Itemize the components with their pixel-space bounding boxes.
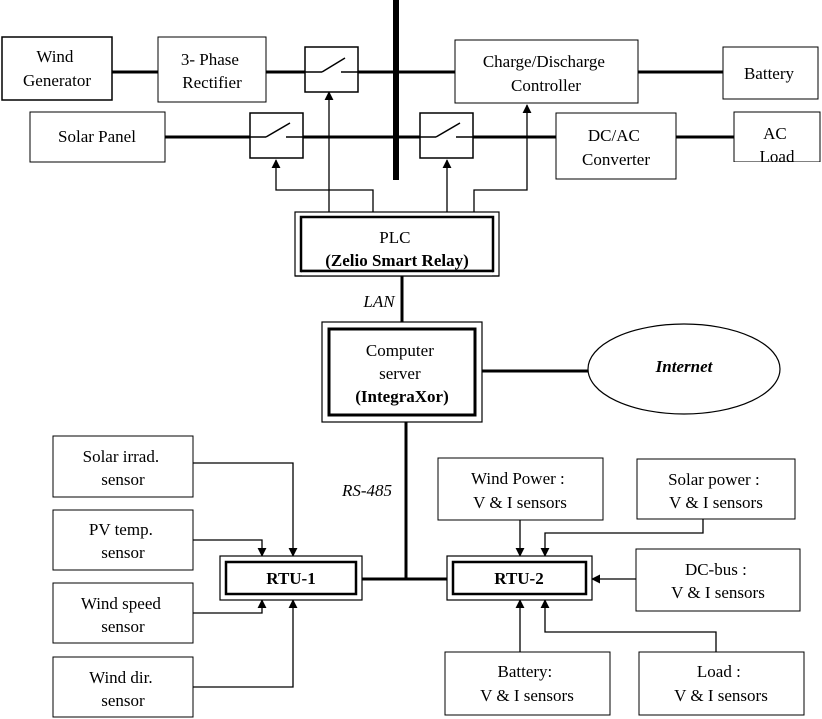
charge-controller-line-1: Charge/Discharge bbox=[483, 52, 605, 71]
dcbus-sensors-block: DC-bus : V & I sensors bbox=[635, 548, 801, 612]
sensor-arrow-pv-temp bbox=[193, 539, 267, 557]
ac-load-block: AC Load bbox=[733, 111, 821, 170]
internet-cloud: Internet bbox=[587, 323, 781, 415]
sensor-arrow-load bbox=[540, 599, 717, 652]
plc-line-1: PLC bbox=[379, 228, 410, 247]
svg-text:PV temp. sensor: PV temp. sensor bbox=[89, 520, 157, 562]
rtu1-block: RTU-1 bbox=[219, 555, 363, 601]
load-sensors-line-1: Load : bbox=[697, 662, 741, 681]
svg-text:3- Phase Rectifier: 3- Phase Rectifier bbox=[181, 50, 243, 92]
switch-1 bbox=[304, 46, 359, 93]
power-lines bbox=[112, 0, 734, 180]
sensor-arrow-wind-speed bbox=[193, 599, 267, 614]
sensor-arrow-wind-dir bbox=[193, 599, 298, 688]
svg-text:Wind dir. sensor: Wind dir. sensor bbox=[89, 668, 157, 710]
dcbus-line-2: V & I sensors bbox=[671, 583, 765, 602]
server-line-3: (IntegraXor) bbox=[355, 387, 448, 406]
svg-text:DC-bus : V & I sensors: DC-bus : V & I sensors bbox=[671, 560, 765, 602]
wind-power-line-2: V & I sensors bbox=[473, 493, 567, 512]
battery-label: Battery bbox=[744, 64, 795, 83]
solar-power-sensors-block: Solar power : V & I sensors bbox=[636, 458, 796, 520]
internet-label: Internet bbox=[655, 357, 714, 376]
svg-text:Battery: Battery bbox=[744, 64, 795, 83]
solar-panel-block: Solar Panel bbox=[29, 111, 166, 163]
dcbus-line-1: DC-bus : bbox=[685, 560, 747, 579]
svg-text:Load : V & I sensors: Load : V & I sensors bbox=[674, 662, 768, 705]
sensor-arrow-solar-power bbox=[540, 519, 704, 557]
lan-label: LAN bbox=[362, 292, 396, 311]
svg-text:Wind speed sensor: Wind speed sensor bbox=[81, 594, 165, 636]
svg-text:Wind Generator: Wind Generator bbox=[23, 47, 91, 90]
pv-temp-sensor-block: PV temp. sensor bbox=[52, 509, 194, 571]
plc-block: PLC (Zelio Smart Relay) bbox=[294, 211, 500, 277]
solar-power-line-2: V & I sensors bbox=[669, 493, 763, 512]
svg-text:AC Load: AC Load bbox=[760, 124, 795, 166]
svg-text:Internet: Internet bbox=[655, 357, 714, 376]
solar-irrad-sensor-block: Solar irrad. sensor bbox=[52, 435, 194, 498]
server-line-1: Computer bbox=[366, 341, 434, 360]
solar-power-line-1: Solar power : bbox=[668, 470, 760, 489]
svg-text:RTU-1: RTU-1 bbox=[266, 569, 315, 588]
battery-block: Battery bbox=[722, 46, 819, 100]
ac-load-line-1: AC bbox=[763, 124, 787, 143]
switch-2 bbox=[249, 112, 304, 159]
comm-lines bbox=[362, 276, 588, 581]
rectifier-line-1: 3- Phase bbox=[181, 50, 239, 69]
battery-sensors-line-1: Battery: bbox=[497, 662, 552, 681]
ctrl-arrow-controller bbox=[473, 104, 532, 212]
server-block: Computer server (IntegraXor) bbox=[321, 321, 483, 423]
wind-power-sensors-block: Wind Power : V & I sensors bbox=[437, 457, 604, 521]
svg-text:PLC (Zelio Smart Relay): PLC (Zelio Smart Relay) bbox=[325, 228, 469, 270]
dcac-converter-line-1: DC/AC bbox=[588, 126, 640, 145]
wind-dir-line-2: sensor bbox=[101, 691, 145, 710]
load-sensors-block: Load : V & I sensors bbox=[638, 651, 805, 716]
svg-text:Solar irrad. sensor: Solar irrad. sensor bbox=[83, 447, 164, 489]
svg-text:Charge/Discharge Control: Charge/Discharge Controller bbox=[483, 52, 609, 95]
wind-generator-line-1: Wind bbox=[36, 47, 74, 66]
wind-dir-line-1: Wind dir. bbox=[89, 668, 153, 687]
control-lines bbox=[193, 91, 717, 688]
rs485-label: RS-485 bbox=[341, 481, 392, 500]
svg-text:LAN: LAN bbox=[362, 292, 396, 311]
svg-text:DC/AC Converter: DC/AC Converter bbox=[582, 126, 650, 169]
battery-sensors-block: Battery: V & I sensors bbox=[444, 651, 611, 716]
wind-power-line-1: Wind Power : bbox=[471, 469, 565, 488]
load-sensors-line-2: V & I sensors bbox=[674, 686, 768, 705]
dcac-converter-block: DC/AC Converter bbox=[555, 112, 677, 180]
solar-panel-label: Solar Panel bbox=[58, 127, 136, 146]
svg-text:Solar Panel: Solar Panel bbox=[58, 127, 136, 146]
svg-text:Computer server (I: Computer server (IntegraXor) bbox=[355, 341, 448, 406]
rectifier-line-2: Rectifier bbox=[182, 73, 242, 92]
wind-generator-line-2: Generator bbox=[23, 71, 91, 90]
ac-load-line-2: Load bbox=[760, 147, 795, 166]
svg-text:Solar power : V & I sens: Solar power : V & I sensors bbox=[668, 470, 764, 512]
wind-speed-line-2: sensor bbox=[101, 617, 145, 636]
ctrl-arrow-switch-2 bbox=[271, 159, 374, 212]
rectifier-block: 3- Phase Rectifier bbox=[157, 36, 267, 103]
rtu2-block: RTU-2 bbox=[446, 555, 593, 601]
charge-controller-block: Charge/Discharge Controller bbox=[454, 39, 639, 104]
battery-sensors-line-2: V & I sensors bbox=[480, 686, 574, 705]
switch-3 bbox=[419, 112, 474, 159]
svg-text:Battery: V & I sensors: Battery: V & I sensors bbox=[480, 662, 574, 705]
sensor-arrow-solar-irrad bbox=[193, 462, 298, 557]
solar-irrad-line-1: Solar irrad. bbox=[83, 447, 159, 466]
pv-temp-line-1: PV temp. bbox=[89, 520, 153, 539]
charge-controller-line-2: Controller bbox=[511, 76, 581, 95]
wind-speed-sensor-block: Wind speed sensor bbox=[52, 582, 194, 644]
solar-irrad-line-2: sensor bbox=[101, 470, 145, 489]
server-line-2: server bbox=[379, 364, 421, 383]
wind-speed-line-1: Wind speed bbox=[81, 594, 162, 613]
wind-generator-block: Wind Generator bbox=[1, 36, 113, 101]
plc-line-2: (Zelio Smart Relay) bbox=[325, 251, 469, 270]
svg-text:RTU-2: RTU-2 bbox=[494, 569, 543, 588]
rtu1-label: RTU-1 bbox=[266, 569, 315, 588]
pv-temp-line-2: sensor bbox=[101, 543, 145, 562]
rtu2-label: RTU-2 bbox=[494, 569, 543, 588]
svg-text:Wind Power : V & I senso: Wind Power : V & I sensors bbox=[471, 469, 569, 512]
dcac-converter-line-2: Converter bbox=[582, 150, 650, 169]
svg-text:RS-485: RS-485 bbox=[341, 481, 392, 500]
wind-dir-sensor-block: Wind dir. sensor bbox=[52, 656, 194, 718]
